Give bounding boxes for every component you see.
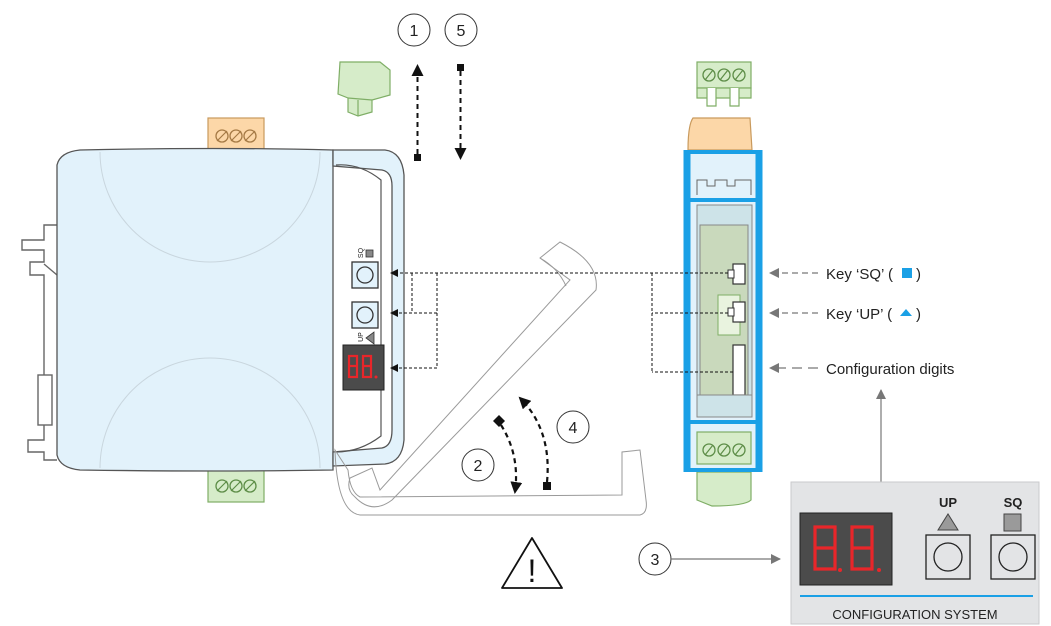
step-5-label: 5 [457, 23, 466, 40]
bottom-terminal-green [207, 467, 265, 503]
front-up-label: UP [358, 332, 365, 342]
panel-up-triangle-icon [937, 513, 959, 531]
front-bottom-terminal-green [696, 431, 752, 507]
front-up-triangle-icon [365, 331, 375, 345]
panel-up-label: UP [939, 495, 957, 510]
up-triangle-icon [900, 309, 912, 316]
warning-icon: ! [501, 537, 563, 589]
panel-title: CONFIGURATION SYSTEM [832, 607, 997, 622]
front-view-up-key[interactable] [727, 301, 746, 323]
removed-cover-outline [334, 241, 647, 516]
arrow-step-1-up [411, 64, 424, 161]
front-sq-label: SQ [358, 247, 365, 258]
module-side-view: SQ UP [21, 117, 405, 503]
step-1-label: 1 [410, 23, 419, 40]
front-sq-button[interactable]: SQ [351, 247, 379, 289]
key-connectors [390, 269, 733, 373]
warning-mark: ! [528, 553, 537, 589]
arrow-step-4 [518, 396, 551, 490]
front-cover-frame [332, 149, 405, 467]
module-body [56, 147, 334, 472]
label-config-digits-text: Configuration digits [826, 361, 954, 378]
step-4: 4 [556, 410, 590, 444]
din-rail-clip [21, 224, 58, 461]
step-4-label: 4 [569, 420, 578, 437]
front-display [342, 344, 385, 391]
green-connector-removed [337, 61, 391, 117]
arrow-step-2 [493, 415, 523, 494]
step-1: 1 [397, 13, 431, 47]
front-up-button[interactable]: UP [351, 301, 379, 345]
label-key-sq-close: ) [916, 266, 921, 283]
arrow-step-5-down [454, 64, 467, 160]
label-config-digits: Configuration digits [769, 361, 954, 378]
front-top-terminal-orange [687, 117, 753, 151]
panel-sq-button[interactable]: SQ [990, 495, 1036, 580]
panel-sq-square-icon [1003, 513, 1022, 532]
front-top-terminal-green [696, 61, 752, 107]
step-3-label: 3 [651, 552, 660, 569]
panel-sq-label: SQ [1004, 495, 1023, 510]
configuration-panel: UP SQ CONFIGURATION SYSTEM [790, 481, 1040, 625]
label-key-sq-text: Key ‘SQ’ ( [826, 266, 893, 283]
step-2: 2 [461, 448, 495, 482]
module-front-view [683, 61, 763, 507]
label-key-up-close: ) [916, 306, 921, 323]
label-key-up-text: Key ‘UP’ ( [826, 306, 892, 323]
panel-display [799, 512, 893, 586]
panel-up-button[interactable]: UP [925, 495, 971, 580]
label-key-sq: Key ‘SQ’ ( ) [769, 266, 921, 283]
label-key-up: Key ‘UP’ ( ) [769, 306, 921, 323]
front-view-sq-key[interactable] [727, 263, 746, 285]
step-5: 5 [444, 13, 478, 47]
front-cover-blue-frame [683, 150, 763, 472]
step-2-label: 2 [474, 458, 483, 475]
step-3: 3 [638, 542, 781, 576]
sq-square-icon [902, 268, 912, 278]
front-view-digits [732, 344, 746, 396]
